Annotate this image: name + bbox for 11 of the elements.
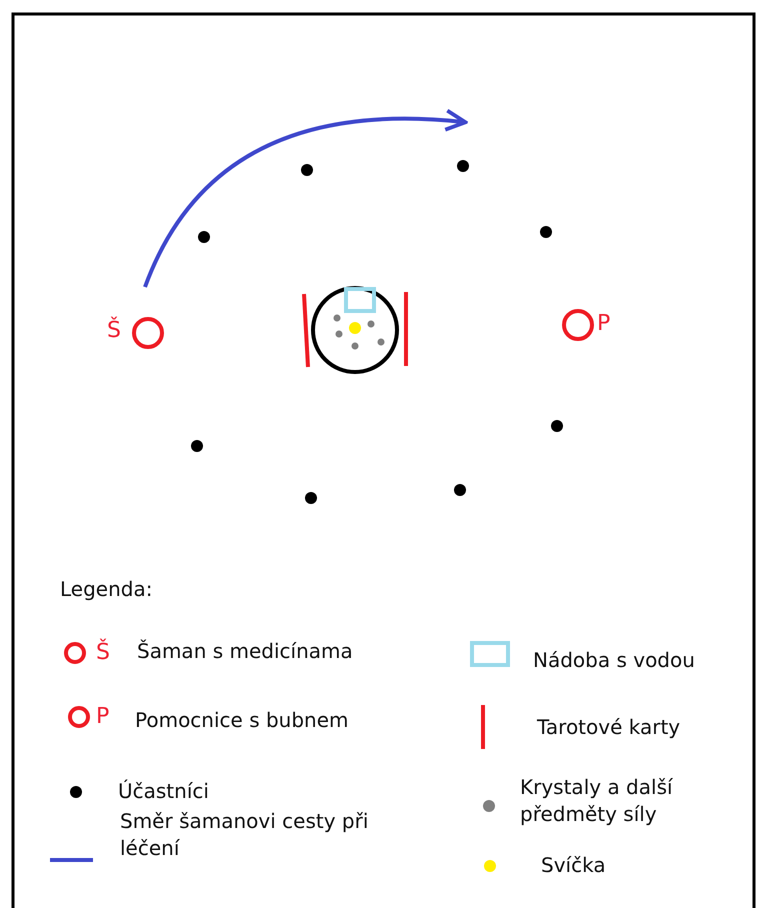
person-letter: P	[96, 706, 110, 728]
legend-text: Svíčka	[541, 852, 606, 879]
legend-text: Šaman s medicínama	[137, 638, 353, 665]
legend-text: Směr šamanovi cesty při léčení	[120, 808, 370, 862]
person-letter: P	[597, 313, 610, 335]
legend-text: Krystaly a další předměty síly	[520, 774, 674, 828]
legend-title: Legenda:	[60, 576, 152, 603]
legend-text: Nádoba s vodou	[533, 647, 695, 674]
legend-text: Tarotové karty	[537, 714, 680, 741]
legend-text: Pomocnice s bubnem	[135, 707, 348, 734]
legend-text: Účastníci	[118, 778, 209, 805]
